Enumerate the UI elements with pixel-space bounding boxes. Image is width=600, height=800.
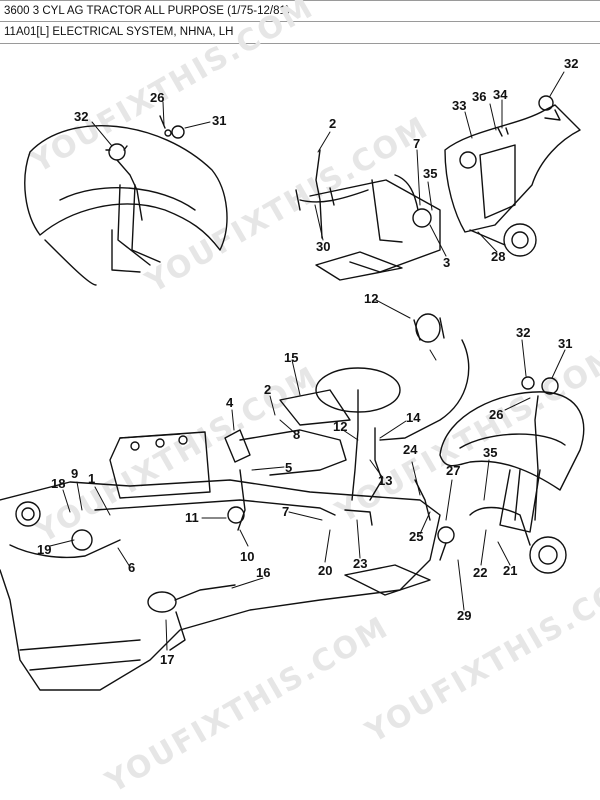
right-fender-drawing	[437, 376, 585, 574]
callout-36: 36	[472, 89, 487, 104]
callout-4: 4	[226, 395, 234, 410]
callout-27: 27	[446, 463, 461, 478]
callout-29: 29	[457, 608, 472, 623]
callout-32: 32	[564, 56, 579, 71]
callout-32: 32	[516, 325, 531, 340]
callout-8: 8	[293, 427, 301, 442]
callout-10: 10	[240, 549, 255, 564]
callout-19: 19	[37, 542, 52, 557]
callout-28: 28	[491, 249, 506, 264]
callout-26: 26	[150, 90, 165, 105]
electrical-diagram	[0, 71, 585, 691]
callout-7: 7	[282, 504, 290, 519]
callout-6: 6	[128, 560, 136, 575]
callout-12: 12	[333, 419, 348, 434]
callout-5: 5	[285, 460, 293, 475]
callout-35: 35	[423, 166, 438, 181]
callout-21: 21	[503, 563, 518, 578]
callout-26: 26	[489, 407, 504, 422]
callout-33: 33	[452, 98, 467, 113]
callout-15: 15	[284, 350, 299, 365]
callout-13: 13	[378, 473, 393, 488]
callout-31: 31	[558, 336, 573, 351]
leader-lines	[49, 71, 566, 651]
callout-30: 30	[316, 239, 331, 254]
callout-2: 2	[264, 382, 272, 397]
callout-11: 11	[185, 510, 199, 525]
callout-22: 22	[473, 565, 488, 580]
callout-1: 1	[88, 471, 96, 486]
callout-17: 17	[160, 652, 175, 667]
callout-18: 18	[51, 476, 66, 491]
tractor-body-drawing	[0, 367, 441, 691]
callout-16: 16	[256, 565, 271, 580]
callout-7: 7	[413, 136, 421, 151]
callout-32: 32	[74, 109, 89, 124]
callout-3: 3	[443, 255, 451, 270]
callout-14: 14	[406, 410, 421, 425]
page-title: 3600 3 CYL AG TRACTOR ALL PURPOSE (1/75-…	[4, 5, 290, 17]
callout-31: 31	[212, 113, 227, 128]
callout-20: 20	[318, 563, 333, 578]
callout-23: 23	[353, 556, 368, 571]
callout-24: 24	[403, 442, 418, 457]
subtitle-bar: 11A01[L] ELECTRICAL SYSTEM, NHNA, LH	[0, 22, 600, 44]
callout-9: 9	[71, 466, 79, 481]
callout-35: 35	[483, 445, 498, 460]
connector-12-drawing	[379, 313, 470, 441]
callout-2: 2	[329, 116, 337, 131]
callout-34: 34	[493, 87, 508, 102]
steering-column-drawing	[295, 95, 581, 281]
callout-12: 12	[364, 291, 379, 306]
left-fender-drawing	[24, 115, 228, 286]
page-subtitle: 11A01[L] ELECTRICAL SYSTEM, NHNA, LH	[4, 26, 234, 38]
callout-25: 25	[409, 529, 424, 544]
title-bar: 3600 3 CYL AG TRACTOR ALL PURPOSE (1/75-…	[0, 0, 600, 22]
